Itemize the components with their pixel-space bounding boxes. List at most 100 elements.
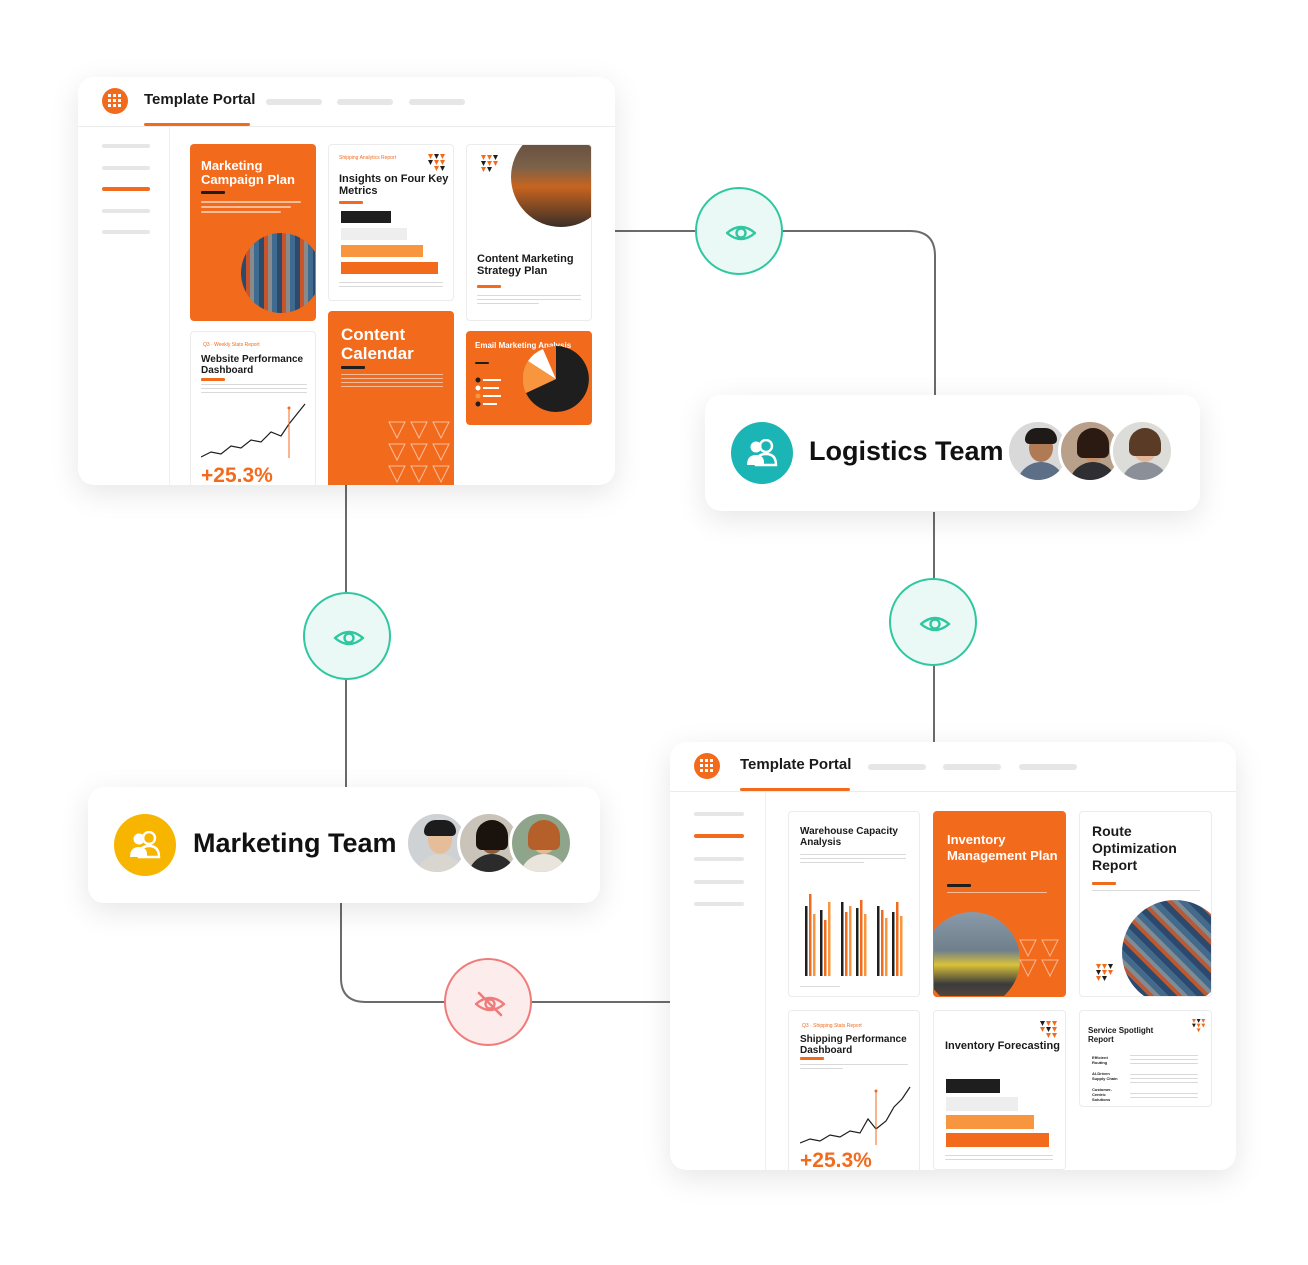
card-text-lines — [947, 892, 1047, 896]
template-card-content-marketing-strategy[interactable]: Content Marketing Strategy Plan — [466, 144, 592, 321]
portal-sidebar — [670, 792, 766, 1170]
portal-tab-placeholder[interactable] — [409, 99, 465, 105]
card-title: Content Calendar — [341, 325, 414, 363]
card-accent-bar — [341, 366, 365, 369]
card-title: Inventory Management Plan — [947, 832, 1058, 863]
team-name: Marketing Team — [193, 828, 397, 858]
card-title: Warehouse Capacity Analysis — [800, 826, 898, 848]
visibility-toggle-visible[interactable] — [889, 578, 977, 666]
sidebar-item[interactable] — [694, 857, 744, 861]
port-containers-photo — [1122, 900, 1211, 996]
sidebar-item[interactable] — [102, 209, 150, 213]
card-kicker-line — [1088, 1019, 1089, 1025]
decorative-triangle-pattern — [388, 421, 450, 484]
users-icon — [130, 831, 161, 859]
card-text-lines — [800, 1064, 908, 1072]
metric-bar — [341, 211, 391, 223]
sidebar-item[interactable] — [694, 880, 744, 884]
forecast-bar — [946, 1115, 1034, 1129]
card-kicker: Q3 · Shipping Stats Report — [802, 1023, 862, 1029]
trend-line-chart — [201, 403, 306, 458]
connector-marketing-bottom-portal — [340, 903, 670, 1003]
portal-tab-placeholder[interactable] — [868, 764, 926, 770]
portal-header: Template Portal — [78, 77, 615, 127]
brand-triangles-icon — [1040, 1021, 1057, 1038]
forklift-photo — [511, 145, 591, 227]
template-card-inventory-management-plan[interactable]: Inventory Management Plan — [933, 811, 1066, 997]
team-member-avatar[interactable] — [509, 811, 573, 875]
team-card-marketing[interactable]: Marketing Team — [88, 787, 600, 903]
card-footer-line — [800, 986, 840, 990]
metric-bar — [341, 262, 438, 274]
portal-tab-placeholder[interactable] — [943, 764, 1001, 770]
team-member-avatar[interactable] — [1110, 419, 1174, 483]
eye-icon — [725, 225, 757, 241]
card-text-lines — [1130, 1055, 1198, 1101]
sidebar-item[interactable] — [102, 144, 150, 148]
template-card-website-performance-dashboard[interactable]: Q3 · Weekly Stats Report Website Perform… — [190, 331, 316, 485]
portal-title[interactable]: Template Portal — [144, 91, 256, 108]
template-card-shipping-performance-dashboard[interactable]: Q3 · Shipping Stats Report Shipping Perf… — [788, 1010, 920, 1170]
trend-line-chart — [800, 1086, 911, 1145]
card-kicker-line — [947, 823, 948, 829]
template-card-marketing-campaign-plan[interactable]: Marketing Campaign Plan — [190, 144, 316, 321]
card-text-lines — [945, 1155, 1053, 1163]
team-card-logistics[interactable]: Logistics Team — [705, 395, 1200, 511]
portal-sidebar — [78, 127, 170, 485]
portal-tab-placeholder[interactable] — [337, 99, 393, 105]
portal-logo-icon — [694, 753, 720, 779]
sidebar-item[interactable] — [102, 166, 150, 170]
template-card-service-spotlight-report[interactable]: Service Spotlight Report Efficient Routi… — [1079, 1010, 1212, 1107]
card-accent-bar — [947, 884, 971, 887]
brand-triangles-icon — [1192, 1019, 1206, 1033]
card-title: Email Marketing Analysis — [475, 341, 572, 350]
metric-bar — [341, 228, 407, 240]
team-name: Logistics Team — [809, 436, 1004, 466]
card-text-lines — [800, 854, 906, 866]
template-card-content-calendar[interactable]: Content Calendar — [328, 311, 454, 485]
portal-tab-active-indicator — [740, 788, 850, 791]
card-title: Route Optimization Report — [1092, 823, 1177, 874]
card-title: Marketing Campaign Plan — [201, 158, 295, 188]
team-icon-marketing — [114, 814, 176, 876]
forecast-bar — [946, 1097, 1018, 1111]
sidebar-item[interactable] — [102, 230, 150, 234]
users-icon — [747, 439, 778, 467]
visibility-toggle-visible[interactable] — [303, 592, 391, 680]
sidebar-item[interactable] — [694, 902, 744, 906]
decorative-triangle-pattern — [1019, 939, 1059, 978]
card-title: Insights on Four Key Metrics — [339, 173, 449, 198]
card-text-lines — [201, 384, 307, 396]
sidebar-item-active[interactable] — [102, 187, 150, 191]
portal-title[interactable]: Template Portal — [740, 756, 852, 773]
template-card-inventory-forecasting[interactable]: Inventory Forecasting — [933, 1010, 1066, 1170]
portal-header: Template Portal — [670, 742, 1236, 792]
template-card-insights-four-key-metrics[interactable]: Shipping Analytics Report Insights on Fo… — [328, 144, 454, 301]
portal-tab-placeholder[interactable] — [266, 99, 322, 105]
template-card-warehouse-capacity-analysis[interactable]: Warehouse Capacity Analysis — [788, 811, 920, 997]
spotlight-item: Efficient Routing — [1092, 1055, 1108, 1065]
pie-legend — [475, 377, 501, 407]
connector-top-portal-logistics — [615, 230, 936, 395]
card-title: Content Marketing Strategy Plan — [477, 253, 574, 278]
template-card-route-optimization-report[interactable]: Route Optimization Report — [1079, 811, 1212, 997]
card-kicker-line — [945, 1022, 946, 1028]
portal-tab-placeholder[interactable] — [1019, 764, 1077, 770]
visibility-toggle-visible[interactable] — [695, 187, 783, 275]
pie-chart — [523, 346, 589, 412]
visibility-toggle-hidden[interactable] — [444, 958, 532, 1046]
card-accent-bar — [800, 1057, 824, 1060]
eye-off-icon — [474, 991, 506, 1017]
metric-value: +25.3% — [800, 1149, 872, 1170]
template-card-email-marketing-analysis[interactable]: Email Marketing Analysis — [466, 331, 592, 425]
team-icon-logistics — [731, 422, 793, 484]
eye-icon — [333, 630, 365, 646]
brand-triangles-icon — [481, 155, 498, 172]
card-accent-bar — [339, 201, 363, 204]
sidebar-item-active[interactable] — [694, 834, 744, 838]
eye-icon — [919, 616, 951, 632]
sidebar-item[interactable] — [694, 812, 744, 816]
team-member-avatar[interactable] — [1058, 419, 1122, 483]
template-portal-top: Template Portal Marketing Campaign Plan … — [78, 77, 615, 485]
card-accent-bar — [475, 362, 489, 364]
